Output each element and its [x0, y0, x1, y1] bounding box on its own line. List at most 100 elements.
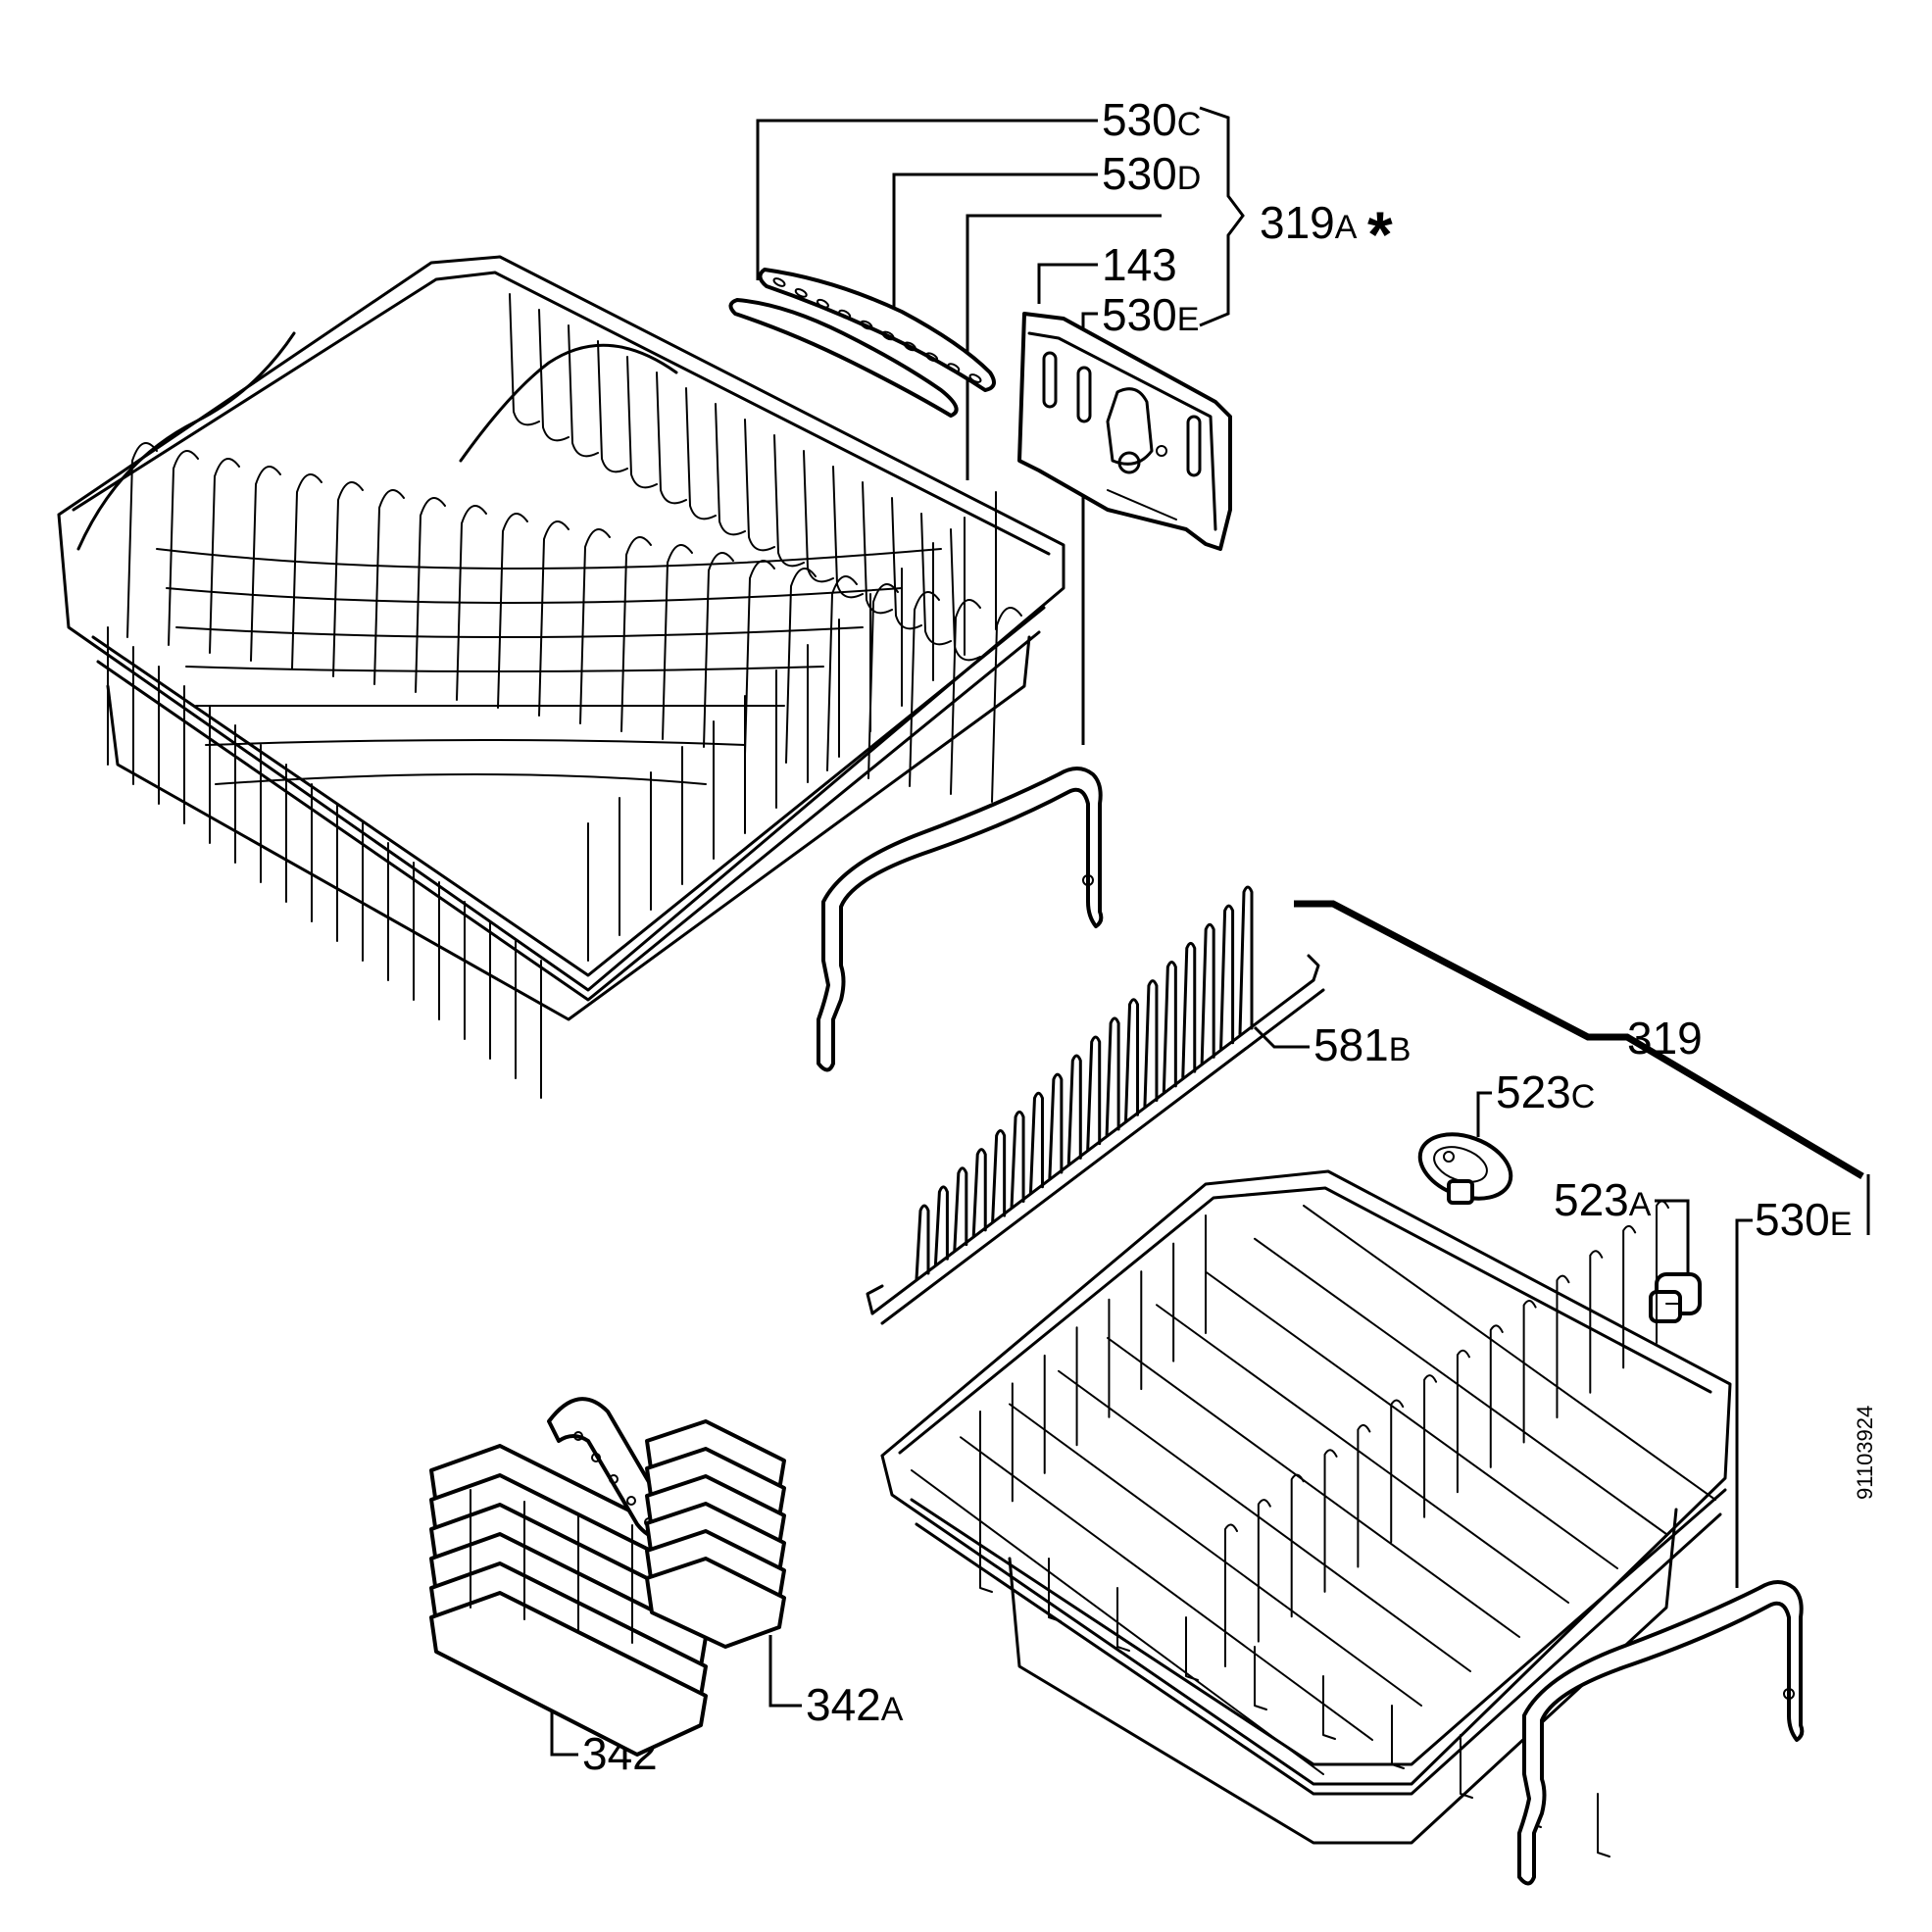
label-530e-lower: 530E [1755, 1194, 1852, 1245]
rack-tine [1238, 885, 1254, 1036]
lower-basket [880, 1169, 1732, 1858]
basket-tine [1357, 1423, 1371, 1568]
basket-tine [538, 309, 570, 442]
cutlery-basket-342a [645, 1419, 786, 1649]
rail-hole [947, 363, 961, 372]
basket-tine [1290, 1473, 1305, 1618]
rack-tine [971, 1148, 987, 1238]
basket-tine [1456, 1349, 1470, 1494]
rail-530c [728, 298, 959, 418]
rail-hole [860, 320, 873, 330]
basket-wire [1009, 1403, 1422, 1707]
basket-tine [826, 575, 858, 771]
cutlery-basket-342 [429, 1397, 708, 1757]
basket-wire [215, 773, 707, 785]
rail-hole [816, 298, 829, 309]
basket-hole [609, 1474, 619, 1484]
basket-wire [166, 587, 903, 604]
basket-wire [1303, 1205, 1716, 1501]
basket-tine [1489, 1324, 1504, 1468]
basket-tine [744, 419, 775, 552]
rack-tine [1086, 1035, 1102, 1152]
label-319: 319 [1627, 1013, 1703, 1064]
label-530e-upper: 530E [1102, 289, 1199, 340]
basket-foot [979, 1528, 993, 1593]
basket-tine [1622, 1224, 1637, 1369]
rail-hole [881, 330, 895, 341]
rail-hole [838, 309, 852, 320]
basket-band [645, 1557, 786, 1649]
rail-hole [772, 277, 786, 287]
basket-tine [291, 473, 322, 669]
basket-tine [950, 528, 981, 662]
basket-tine [862, 481, 893, 615]
rack-tine [953, 1166, 968, 1253]
basket-tine [250, 466, 281, 662]
basket-foot [1391, 1705, 1405, 1769]
basket-hole [573, 1431, 583, 1441]
rack-tine [1048, 1072, 1064, 1180]
basket-tine [1224, 1523, 1238, 1667]
basket-wire [156, 548, 942, 570]
basket-foot [1048, 1558, 1062, 1622]
basket-tine [415, 497, 446, 693]
rail-hole [925, 352, 939, 363]
basket-wire [185, 666, 824, 672]
basket-tine [891, 497, 922, 630]
basket-tine [626, 356, 658, 489]
basket-foot [1185, 1616, 1199, 1681]
basket-tine [1556, 1274, 1570, 1419]
basket-tine [373, 489, 405, 685]
basket-tine [685, 387, 717, 520]
basket-foot [1116, 1587, 1130, 1652]
cutlery-rack-581b [866, 885, 1325, 1325]
clip-523c [1417, 1132, 1513, 1205]
basket-tine [126, 442, 158, 638]
basket-tine [1522, 1300, 1537, 1444]
label-523a: 523A [1554, 1174, 1652, 1225]
basket-tine [662, 544, 693, 740]
rail-hole [968, 373, 982, 383]
basket-tine [597, 340, 628, 473]
basket-foot [1322, 1675, 1336, 1740]
label-319a: 319A [1260, 197, 1358, 248]
clip-523a [1649, 1272, 1702, 1323]
basket-wire [205, 739, 746, 746]
rack-tine [1028, 1091, 1044, 1195]
basket-wire [1107, 1337, 1520, 1638]
rack-tine [915, 1204, 930, 1281]
basket-tine [538, 520, 570, 717]
basket-tine [1390, 1399, 1405, 1544]
basket-tine [209, 458, 240, 654]
basket-band [429, 1591, 708, 1757]
rack-tine [1066, 1054, 1082, 1165]
rail-bracket-143 [1017, 312, 1232, 551]
basket-hole [591, 1453, 601, 1462]
rack-tine [1124, 998, 1140, 1122]
basket-tine [1423, 1374, 1438, 1518]
part-labels: 530C 530D 319A * 143 530E 581B 319 523C … [582, 94, 1877, 1779]
label-143: 143 [1102, 239, 1177, 290]
basket-tine [773, 434, 805, 568]
basket-tine [620, 536, 652, 732]
rack-tine [933, 1185, 949, 1266]
basket-tine [703, 552, 734, 748]
basket-tine [168, 450, 199, 646]
basket-wire [175, 626, 864, 638]
basket-tine [1257, 1499, 1271, 1643]
leader-lines [550, 106, 1870, 1757]
rack-tine [1200, 922, 1215, 1065]
basket-wire [1156, 1304, 1569, 1604]
rack-tine [1105, 1016, 1120, 1137]
basket-tine [456, 505, 487, 701]
basket-tine [1656, 1200, 1669, 1344]
basket-tine [1323, 1449, 1338, 1593]
basket-tine [920, 513, 952, 646]
roller-rail-530e-upper [817, 767, 1104, 1072]
rail-hole [794, 288, 808, 298]
rail-530d [758, 268, 996, 392]
drawing-number: 91103924 [1853, 1406, 1877, 1500]
basket-hole [626, 1496, 636, 1506]
label-530d: 530D [1102, 148, 1201, 199]
